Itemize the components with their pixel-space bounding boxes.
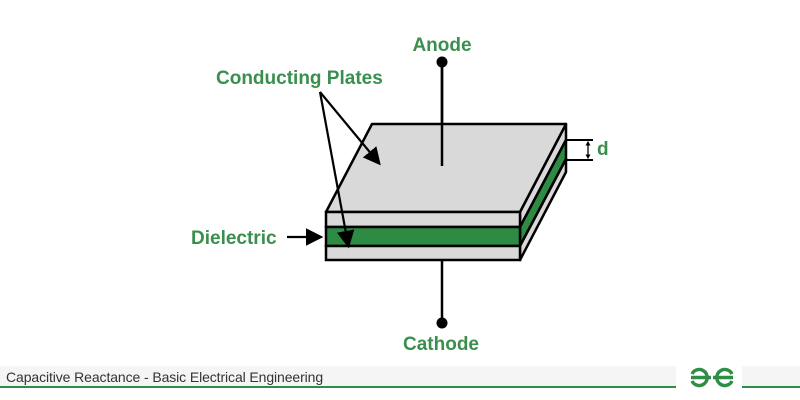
footer-title-bar: Capacitive Reactance - Basic Electrical …	[0, 366, 676, 388]
bottom-plate	[324, 244, 522, 262]
separation-label: d	[597, 139, 609, 160]
conducting-plates-arrows	[318, 91, 381, 249]
cathode-label: Cathode	[403, 334, 479, 355]
cathode-terminal	[436, 260, 448, 329]
top-plate	[324, 210, 522, 229]
cathode-dot	[436, 317, 448, 329]
arrow-to-top-plate	[319, 91, 381, 166]
gfg-logo-icon[interactable]	[688, 366, 736, 388]
dielectric-layer	[324, 225, 522, 248]
footer-accent-line	[742, 366, 800, 388]
separation-dimension	[566, 139, 593, 161]
footer-title: Capacitive Reactance - Basic Electrical …	[6, 369, 324, 385]
arrow-to-bottom-plate	[318, 91, 355, 249]
capacitor-front-face	[324, 210, 522, 262]
dielectric-label: Dielectric	[191, 228, 277, 249]
footer: Capacitive Reactance - Basic Electrical …	[0, 366, 800, 390]
conducting-plates-label: Conducting Plates	[216, 68, 383, 89]
anode-dot	[436, 56, 448, 68]
anode-label: Anode	[412, 35, 471, 56]
